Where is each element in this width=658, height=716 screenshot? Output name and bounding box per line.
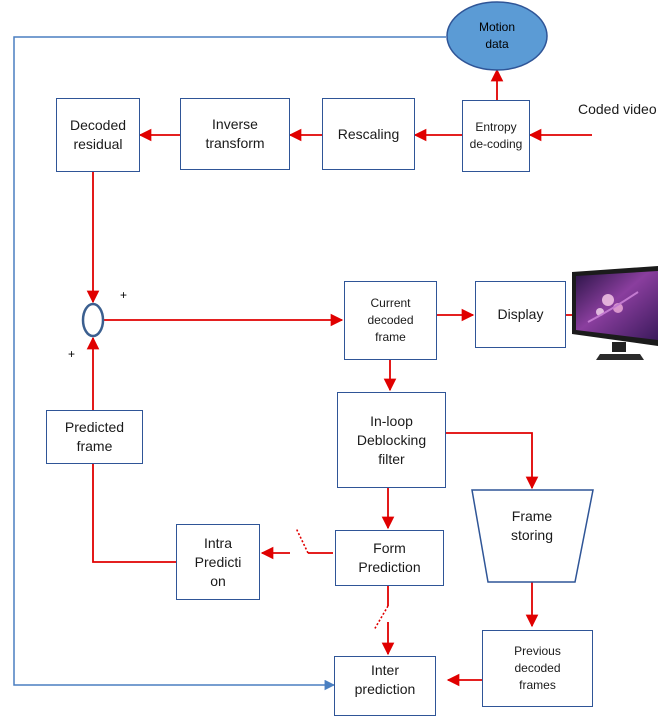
line-intra-to-predicted: [92, 464, 176, 563]
rescaling-block: Rescaling: [322, 98, 415, 170]
frame-storing-shape: [471, 489, 594, 583]
coded-video-label: Coded video: [578, 101, 657, 117]
motion-data-ellipse: [446, 1, 548, 71]
switch-blade-intra: [295, 527, 309, 554]
inter-prediction-block: Inter prediction: [334, 656, 436, 716]
plus-sign-left: +: [68, 347, 76, 361]
arrow-deblocking-to-storing: [446, 432, 539, 490]
in-loop-deblocking-filter-block: In-loop Deblocking filter: [337, 392, 446, 488]
motion-data-line: [13, 36, 446, 691]
intra-prediction-block: Intra Predicti on: [176, 524, 260, 600]
motion-data-label: Motion data: [478, 20, 516, 51]
form-prediction-block: Form Prediction: [335, 530, 444, 586]
summing-node: [81, 302, 105, 338]
monitor-icon: [572, 266, 658, 360]
inverse-transform-block: Inverse transform: [180, 98, 290, 170]
frame-storing-label: Frame storing: [510, 508, 554, 543]
display-block: Display: [475, 281, 566, 348]
predicted-frame-block: Predicted frame: [46, 410, 143, 464]
decoded-residual-block: Decoded residual: [56, 98, 140, 172]
plus-sign-top: +: [120, 288, 128, 302]
previous-decoded-frames-block: Previous decoded frames: [482, 630, 593, 707]
current-decoded-frame-block: Current decoded frame: [344, 281, 437, 360]
entropy-decoding-block: Entropy de-coding: [462, 100, 530, 172]
switch-blade-inter: [373, 605, 389, 631]
